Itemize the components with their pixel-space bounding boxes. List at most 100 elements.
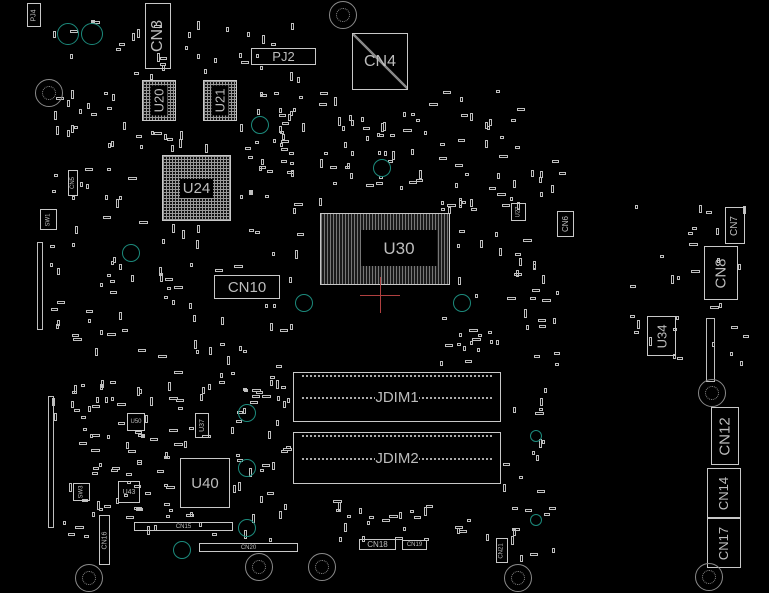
smd-pad xyxy=(91,449,100,452)
component-cn18[interactable]: CN18 xyxy=(359,539,396,550)
smd-pad xyxy=(67,130,70,137)
smd-pad xyxy=(442,317,447,320)
component-label: U24 xyxy=(179,178,214,198)
smd-pad xyxy=(261,159,264,165)
component-jdim1[interactable]: JDIM1 xyxy=(293,372,501,422)
smd-pad xyxy=(399,512,402,519)
smd-pad xyxy=(112,94,115,101)
component-jdim2[interactable]: JDIM2 xyxy=(293,432,501,484)
smd-pad xyxy=(92,512,95,517)
smd-pad xyxy=(270,380,273,386)
smd-pad xyxy=(411,113,415,116)
component-cn16[interactable]: CN16 xyxy=(99,515,110,565)
edge-connector[interactable] xyxy=(48,396,54,528)
component-u27[interactable]: U27 xyxy=(511,203,526,221)
smd-pad xyxy=(519,476,523,479)
smd-pad xyxy=(465,173,469,176)
component-u24[interactable]: U24 xyxy=(162,155,231,221)
smd-pad xyxy=(111,261,114,265)
dimm-pin-row xyxy=(302,375,492,377)
smd-pad xyxy=(513,180,516,188)
smd-pad xyxy=(366,136,369,141)
smd-pad xyxy=(513,529,516,536)
smd-pad xyxy=(178,407,183,410)
smd-pad xyxy=(539,325,546,328)
smd-pad xyxy=(447,204,456,207)
smd-pad xyxy=(145,492,151,495)
smd-pad xyxy=(134,72,139,75)
component-u20[interactable]: U20 xyxy=(142,80,176,121)
component-label: CN4 xyxy=(363,52,396,70)
component-cn17[interactable]: CN17 xyxy=(707,518,741,568)
component-cn8[interactable]: CN8 xyxy=(704,246,738,300)
smd-pad xyxy=(403,129,412,132)
component-u21[interactable]: U21 xyxy=(203,80,237,121)
smd-pad xyxy=(740,361,743,366)
component-cn10[interactable]: CN10 xyxy=(214,275,280,299)
smd-pad xyxy=(556,291,559,295)
smd-pad xyxy=(247,32,250,37)
component-cn4[interactable]: CN4 xyxy=(352,33,408,90)
component-cn14[interactable]: CN14 xyxy=(707,468,741,518)
smd-pad xyxy=(164,296,168,299)
smd-pad xyxy=(97,501,100,510)
smd-pad xyxy=(174,443,183,446)
smd-pad xyxy=(441,201,444,205)
smd-pad xyxy=(389,515,398,518)
smd-pad xyxy=(50,263,53,267)
component-sw3[interactable]: SW3 xyxy=(73,483,90,501)
smd-pad xyxy=(277,396,280,401)
component-u40[interactable]: U40 xyxy=(180,458,230,508)
smd-pad xyxy=(126,516,134,519)
smd-pad xyxy=(73,338,82,341)
smd-pad xyxy=(214,58,217,63)
component-cn12[interactable]: CN12 xyxy=(711,407,739,465)
component-cn3[interactable]: CN3 xyxy=(145,3,171,69)
component-u37[interactable]: U37 xyxy=(195,413,209,438)
component-cn21[interactable]: CN21 xyxy=(496,538,508,563)
smd-pad xyxy=(272,462,275,470)
smd-pad xyxy=(72,334,79,337)
smd-pad xyxy=(72,243,75,247)
smd-pad xyxy=(411,149,414,155)
smd-pad xyxy=(260,66,263,70)
smd-pad xyxy=(158,355,167,358)
smd-pad xyxy=(209,347,212,355)
smd-pad xyxy=(514,273,522,276)
component-pj4[interactable]: PJ4 xyxy=(27,3,41,27)
component-cn20[interactable]: CN20 xyxy=(199,543,298,552)
component-cn6[interactable]: CN6 xyxy=(557,211,574,237)
smd-pad xyxy=(240,124,243,132)
component-cn19[interactable]: CN19 xyxy=(402,540,427,550)
component-cn15[interactable]: CN15 xyxy=(134,522,233,531)
component-sw1[interactable]: SW1 xyxy=(40,209,57,230)
smd-pad xyxy=(502,204,510,207)
component-u34[interactable]: U34 xyxy=(647,316,676,356)
smd-pad xyxy=(166,515,170,518)
smd-pad xyxy=(462,201,466,204)
smd-pad xyxy=(489,119,492,126)
component-u50[interactable]: U50 xyxy=(127,413,145,431)
smd-pad xyxy=(429,103,438,106)
edge-connector[interactable] xyxy=(706,318,715,382)
component-u43[interactable]: U43 xyxy=(118,481,140,503)
smd-pad xyxy=(81,384,85,387)
edge-connector[interactable] xyxy=(37,242,43,330)
screw-hole xyxy=(695,563,723,591)
smd-pad xyxy=(510,197,513,201)
smd-pad xyxy=(542,275,545,284)
smd-pad xyxy=(75,226,78,234)
smd-pad xyxy=(555,363,559,366)
component-cn7[interactable]: CN7 xyxy=(725,207,745,244)
component-cn5[interactable]: CN5 xyxy=(68,170,78,196)
smd-pad xyxy=(344,142,347,148)
component-u30[interactable]: U30 xyxy=(320,213,450,285)
smd-pad xyxy=(243,350,247,353)
smd-pad xyxy=(551,185,554,193)
smd-pad xyxy=(160,63,166,66)
component-pj2[interactable]: PJ2 xyxy=(251,48,316,65)
smd-pad xyxy=(460,97,463,102)
smd-pad xyxy=(287,398,290,403)
smd-pad xyxy=(72,196,75,200)
